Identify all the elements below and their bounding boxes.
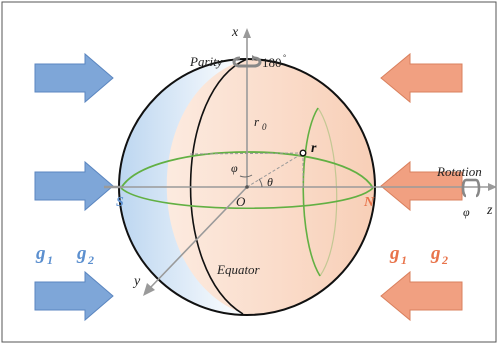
- left-arrows: [34, 52, 114, 322]
- r0-subscript: 0: [262, 122, 267, 132]
- right-g-labels: g 1 g 2: [389, 243, 448, 267]
- rotation-phi-label: φ: [463, 205, 470, 219]
- right-arrow-middle: [380, 160, 463, 212]
- latitude-back-curve: [317, 107, 338, 277]
- latitude-curve: [302, 107, 321, 277]
- right-arrow-bottom: [380, 270, 463, 322]
- right-g2-subscript: 2: [441, 253, 448, 267]
- right-g2-label: g: [430, 243, 441, 264]
- right-g1-subscript: 1: [401, 253, 407, 267]
- left-g2-label: g: [76, 243, 87, 264]
- south-label: S: [116, 195, 124, 210]
- left-arrow-top: [34, 52, 114, 104]
- x-axis-label: x: [231, 25, 239, 40]
- r-horizontal-dash: [189, 152, 304, 155]
- theta-label: θ: [267, 175, 273, 189]
- point-r: [299, 149, 307, 157]
- parity-arrow-icon: [252, 55, 257, 61]
- equator-front-curve: [120, 187, 374, 209]
- z-axis-arrowhead: [488, 183, 497, 191]
- parity-label: Parity: [189, 54, 223, 69]
- left-arrow-middle: [34, 160, 114, 212]
- equator-label: Equator: [216, 262, 261, 277]
- left-g2-subscript: 2: [87, 253, 94, 267]
- r0-label: r: [254, 114, 260, 129]
- rotation-icon: [461, 178, 481, 198]
- left-g1-subscript: 1: [47, 253, 53, 267]
- right-arrows: [380, 52, 463, 322]
- z-axis-label: z: [486, 203, 493, 218]
- north-label: N: [363, 195, 375, 210]
- right-arrow-top: [380, 52, 463, 104]
- x-axis-arrowhead: [243, 28, 251, 38]
- degree-mark: °: [283, 53, 286, 62]
- meridian-curve: [189, 58, 248, 315]
- origin-label: O: [236, 194, 246, 209]
- theta-arc: [258, 178, 263, 188]
- left-g-labels: g 1 g 2: [35, 243, 94, 267]
- rotation-label: Rotation: [436, 164, 482, 179]
- parity-rotation-icon: [232, 56, 262, 68]
- parity-angle-label: 180: [262, 55, 282, 70]
- y-axis-line: [149, 186, 248, 289]
- phi-arc: [239, 174, 253, 178]
- right-g1-label: g: [389, 243, 400, 264]
- r-vector-line: [246, 152, 304, 188]
- y-axis-label: y: [132, 274, 141, 289]
- origin-point: [245, 185, 249, 189]
- y-axis-arrowhead: [143, 283, 155, 296]
- left-arrow-bottom: [34, 270, 114, 322]
- r-vector-label: r: [311, 141, 317, 156]
- phi-label: φ: [231, 161, 238, 175]
- left-g1-label: g: [35, 243, 46, 264]
